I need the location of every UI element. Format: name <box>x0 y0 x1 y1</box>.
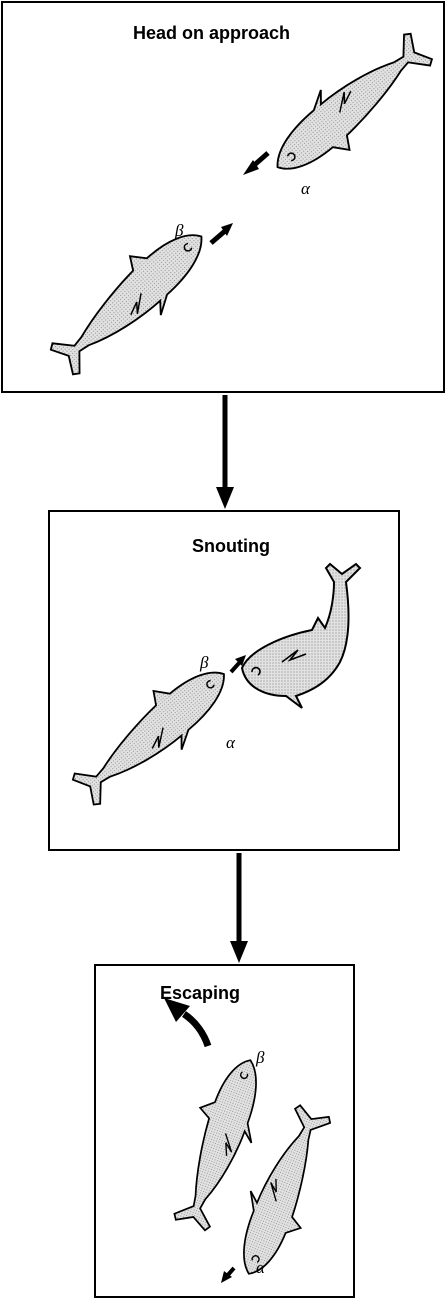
alpha-label: α <box>226 733 235 752</box>
beta-label: β <box>256 1048 265 1067</box>
panel-escaping: Escaping β α <box>94 964 355 1298</box>
panel-head-on-approach: Head on approach α β <box>1 1 445 393</box>
beta-label: β <box>175 221 184 240</box>
panel-title: Snouting <box>192 536 270 556</box>
arrow-beta-icon <box>229 655 246 674</box>
alpha-label: α <box>256 1258 265 1277</box>
arrow-alpha-icon <box>221 1266 236 1283</box>
alpha-label: α <box>301 179 310 198</box>
fish-alpha-icon <box>240 562 362 709</box>
panel-title: Head on approach <box>133 23 291 43</box>
arrow-beta-icon <box>209 223 233 245</box>
curved-arrow-beta-icon <box>164 998 212 1048</box>
panel-snouting: Snouting β α <box>48 510 400 851</box>
arrow-down-icon <box>230 853 248 963</box>
arrow-down-icon <box>216 395 234 509</box>
beta-label: β <box>200 653 209 672</box>
arrow-alpha-icon <box>243 151 270 175</box>
panel-title: Escaping <box>160 983 241 1003</box>
